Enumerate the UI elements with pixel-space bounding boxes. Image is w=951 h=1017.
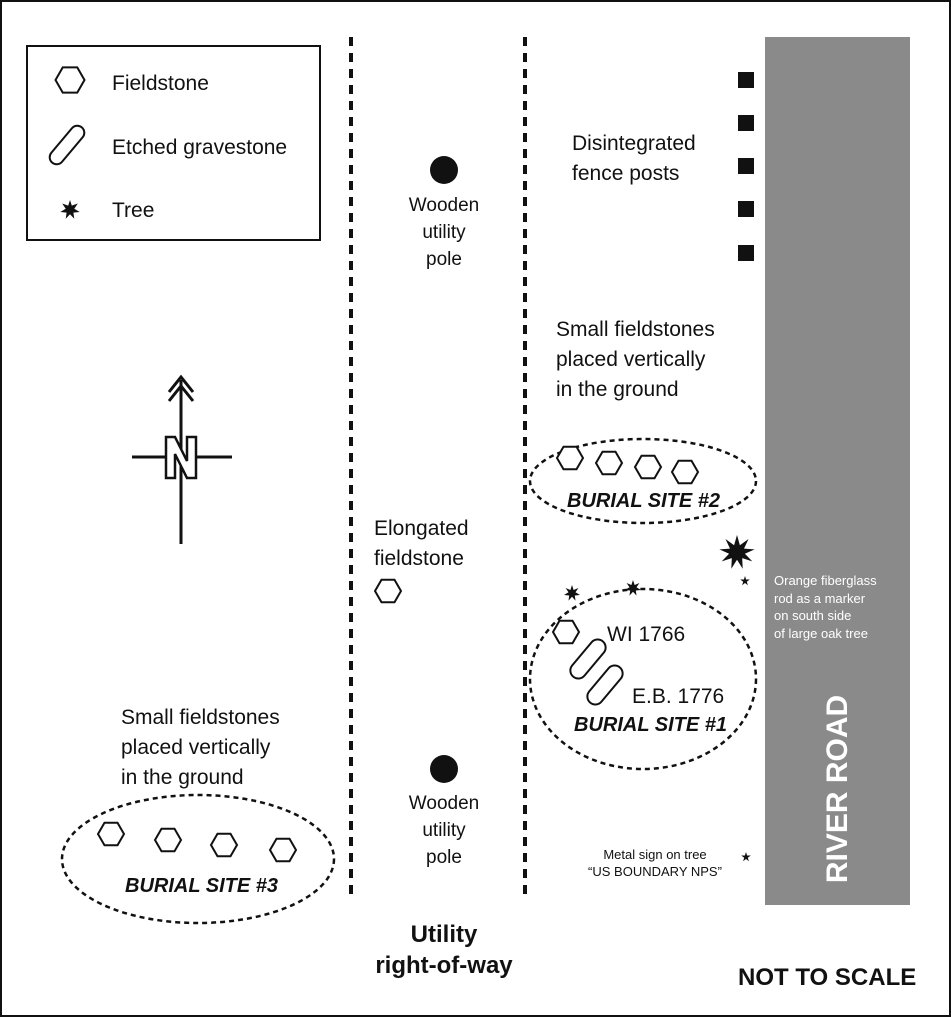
tree-icon: [564, 585, 580, 601]
fence-post-icon: [738, 72, 754, 88]
tree-icon: [625, 580, 641, 596]
burial-site-3-label: BURIAL SITE #3: [125, 875, 278, 897]
fieldstone-icon: [594, 450, 624, 476]
metal-sign-note: Metal sign on tree “US BOUNDARY NPS”: [588, 847, 722, 879]
river-road: [765, 37, 910, 905]
tree-star-icon: [60, 200, 80, 219]
fence-post-icon: [738, 115, 754, 131]
fence-post-icon: [738, 245, 754, 261]
fieldstone-icon: [670, 459, 700, 485]
legend-gravestone-label: Etched gravestone: [112, 136, 288, 159]
etched-gravestone-icon: [48, 124, 86, 166]
orange-rod-marker-icon: [740, 576, 750, 586]
fence-post-icon: [738, 158, 754, 174]
north-arrow-icon: [132, 374, 232, 544]
metal-sign-tree-icon: [741, 852, 751, 862]
fieldstone-icon: [96, 821, 126, 847]
fence-posts-label: Disintegrated fence posts: [572, 132, 696, 185]
burial-site-3-note: Small fieldstones placed vertically in t…: [121, 706, 280, 789]
utility-pole-icon: [430, 755, 458, 783]
legend-tree-label: Tree: [112, 199, 155, 222]
river-road-area: RIVER ROAD: [765, 37, 910, 905]
fieldstone-icon: [153, 827, 183, 853]
river-road-label: RIVER ROAD: [820, 694, 854, 884]
etched-gravestone-wi-icon: [569, 638, 607, 680]
burial-site-2-boundary: [528, 437, 758, 525]
not-to-scale-label: NOT TO SCALE: [738, 964, 917, 991]
fieldstone-icon: [268, 837, 298, 863]
utility-right-of-way-label: Utility right-of-way: [375, 921, 513, 979]
fence-post-icon: [738, 201, 754, 217]
elongated-fieldstone-icon: [373, 578, 403, 604]
etched-gravestone-eb-icon: [586, 664, 624, 706]
large-oak-tree-icon: [719, 535, 755, 569]
burial-site-2-note: Small fieldstones placed vertically in t…: [556, 318, 715, 401]
fieldstone-icon: [209, 832, 239, 858]
legend-fieldstone-label: Fieldstone: [112, 72, 209, 95]
gravestone-eb-label: E.B. 1776: [632, 685, 725, 708]
fieldstone-icon: [633, 454, 663, 480]
fieldstone-icon: [555, 445, 585, 471]
utility-pole-south-label: Wooden utility pole: [408, 793, 480, 868]
burial-site-1-label: BURIAL SITE #1: [574, 714, 727, 736]
utility-pole-north-label: Wooden utility pole: [408, 195, 480, 270]
orange-rod-note: Orange fiberglass rod as a marker on sou…: [774, 573, 877, 641]
fieldstone-icon: [551, 619, 581, 645]
gravestone-wi-label: WI 1766: [607, 623, 686, 646]
burial-site-3-boundary: [60, 793, 336, 925]
legend-box: [26, 45, 321, 241]
fieldstone-hexagon-icon: [54, 66, 86, 94]
burial-site-1-boundary: [528, 587, 758, 771]
burial-site-2-label: BURIAL SITE #2: [567, 490, 720, 512]
elongated-fieldstone-label: Elongated fieldstone: [374, 517, 469, 570]
utility-pole-icon: [430, 156, 458, 184]
